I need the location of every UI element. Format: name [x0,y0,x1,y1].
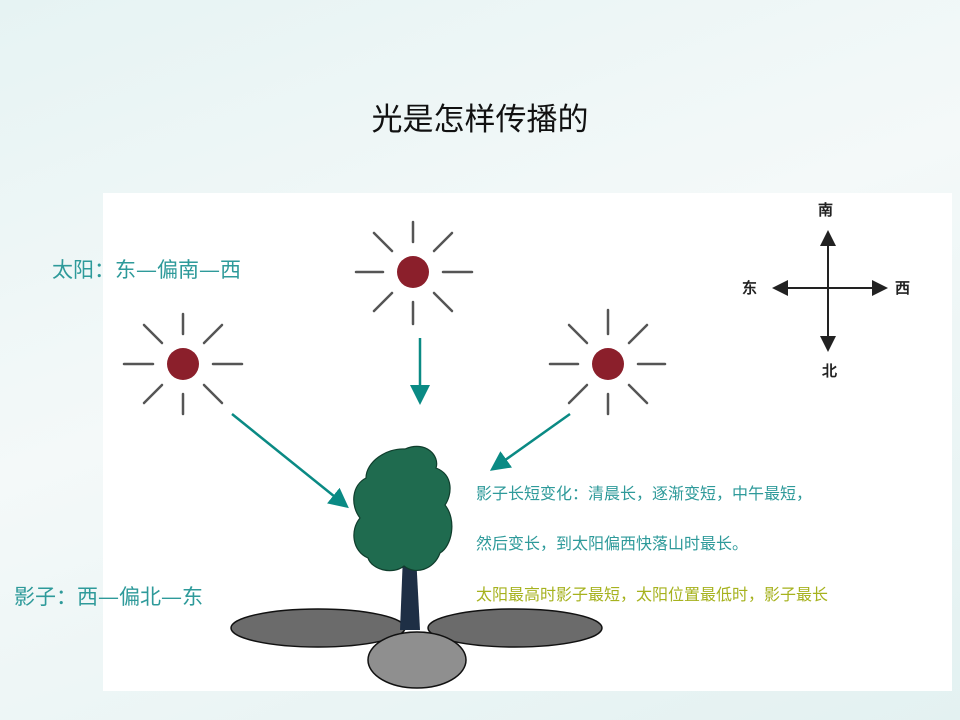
shadow-bottom [367,631,467,689]
shadow-description-line-2: 然后变长，到太阳偏西快落山时最长。 [476,534,749,553]
shadow-path-label: 影子：西—偏北—东 [14,585,203,609]
compass-label-east: 东 [742,279,758,297]
shadow-right [427,608,603,648]
arrow-icon-left [231,413,349,509]
arrow-icon-right [489,412,571,471]
shadow-summary-line: 太阳最高时影子最短，太阳位置最低时，影子最长 [476,585,829,604]
tree-icon [353,445,453,630]
compass-icon [772,230,888,352]
compass-label-west: 西 [895,279,911,297]
sun-icon-top [354,220,474,326]
shadow-left [230,608,406,648]
compass-label-south: 南 [818,201,834,219]
diagram-panel [103,193,952,691]
compass-label-north: 北 [822,362,838,380]
sun-icon-left [122,312,244,416]
slide-title: 光是怎样传播的 [371,102,589,138]
sun-icon-right [548,308,667,416]
sun-path-label: 太阳：东—偏南—西 [52,258,241,282]
shadow-description-line-1: 影子长短变化：清晨长，逐渐变短，中午最短， [476,484,813,503]
